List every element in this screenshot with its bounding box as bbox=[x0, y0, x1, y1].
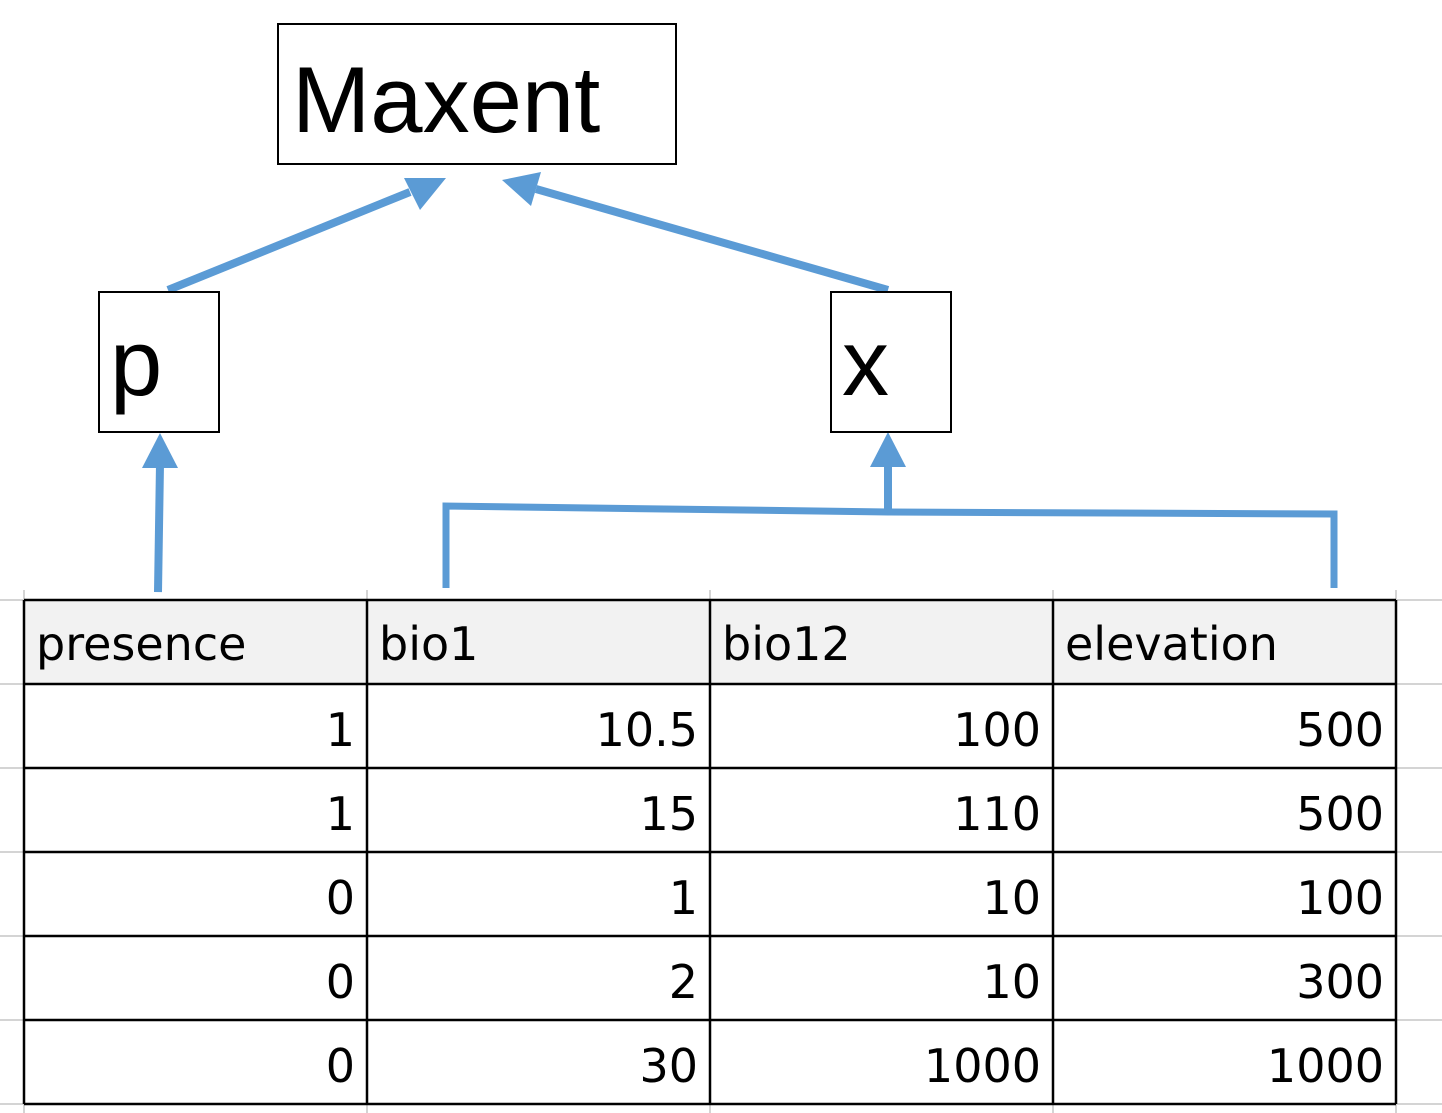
node-maxent-box bbox=[277, 23, 677, 165]
table-cell-bio1: 2 bbox=[669, 955, 698, 1009]
column-header-bio1: bio1 bbox=[379, 617, 478, 671]
table-cell-presence: 1 bbox=[326, 787, 355, 841]
node-x: x bbox=[830, 291, 952, 433]
table-cell-bg bbox=[710, 1020, 1053, 1104]
node-p-label: p bbox=[110, 310, 162, 415]
table-cell-bg bbox=[710, 684, 1053, 768]
table-cell-presence: 0 bbox=[326, 955, 355, 1009]
node-x-label: x bbox=[842, 310, 889, 415]
table-cell-bg bbox=[367, 684, 710, 768]
table-cell-bg bbox=[367, 852, 710, 936]
edge-p-to-maxent bbox=[166, 188, 412, 294]
header-cell-presence bbox=[24, 600, 367, 684]
edge-presence-to-p bbox=[154, 463, 164, 593]
table-cell-presence: 0 bbox=[326, 1039, 355, 1093]
table-borders bbox=[22, 598, 1398, 1106]
table-cell-elevation: 1000 bbox=[1267, 1039, 1384, 1093]
column-header-elevation: elevation bbox=[1065, 617, 1278, 671]
node-maxent: Maxent bbox=[277, 23, 677, 165]
table-cell-bg bbox=[710, 852, 1053, 936]
table-cell-bg bbox=[1053, 768, 1396, 852]
column-header-bio12: bio12 bbox=[722, 617, 851, 671]
header-cell-bio12 bbox=[710, 600, 1053, 684]
table-cell-bg bbox=[1053, 1020, 1396, 1104]
table-cell-elevation: 500 bbox=[1296, 787, 1384, 841]
table-cell-bio12: 1000 bbox=[924, 1039, 1041, 1093]
table-cell-bg bbox=[367, 768, 710, 852]
table-cell-bg bbox=[1053, 852, 1396, 936]
table-cell-bg bbox=[367, 936, 710, 1020]
column-header-presence: presence bbox=[36, 617, 246, 671]
table-cell-bg bbox=[24, 684, 367, 768]
edge-x-to-maxent-arrowhead bbox=[502, 172, 541, 206]
connectors bbox=[142, 172, 1338, 593]
node-p: p bbox=[98, 291, 220, 433]
header-cell-elevation bbox=[1053, 600, 1396, 684]
table-cell-presence: 1 bbox=[326, 703, 355, 757]
table-cell-bio12: 110 bbox=[953, 787, 1041, 841]
table-cell-bg bbox=[710, 768, 1053, 852]
table-cell-bio1: 30 bbox=[639, 1039, 698, 1093]
table-cell-elevation: 500 bbox=[1296, 703, 1384, 757]
table-cell-bg bbox=[1053, 684, 1396, 768]
table-cell-presence: 0 bbox=[326, 871, 355, 925]
table-cell-bg bbox=[24, 852, 367, 936]
table-cell-bg bbox=[367, 1020, 710, 1104]
table-cell-bio1: 1 bbox=[669, 871, 698, 925]
table-cell-bg bbox=[24, 936, 367, 1020]
edge-variables-bracket bbox=[442, 502, 1338, 588]
table-cell-bg bbox=[710, 936, 1053, 1020]
table-cell-bg bbox=[24, 768, 367, 852]
edge-x-to-maxent bbox=[534, 185, 890, 294]
edge-p-to-maxent-arrowhead bbox=[404, 178, 446, 210]
table-cell-elevation: 300 bbox=[1296, 955, 1384, 1009]
table-cell-bio1: 15 bbox=[639, 787, 698, 841]
node-x-box bbox=[830, 291, 952, 433]
table-cell-bio12: 10 bbox=[982, 955, 1041, 1009]
table-cell-bg bbox=[24, 1020, 367, 1104]
table-cell-bio12: 10 bbox=[982, 871, 1041, 925]
table-cell-bio1: 10.5 bbox=[596, 703, 698, 757]
table-cell-bio12: 100 bbox=[953, 703, 1041, 757]
edge-presence-to-p-arrowhead bbox=[142, 433, 178, 468]
table-cell-elevation: 100 bbox=[1296, 871, 1384, 925]
node-maxent-label: Maxent bbox=[292, 47, 600, 152]
edge-bracket-to-x-arrowhead bbox=[870, 432, 906, 467]
table-cell-bg bbox=[1053, 936, 1396, 1020]
node-p-box bbox=[98, 291, 220, 433]
header-cell-bio1 bbox=[367, 600, 710, 684]
